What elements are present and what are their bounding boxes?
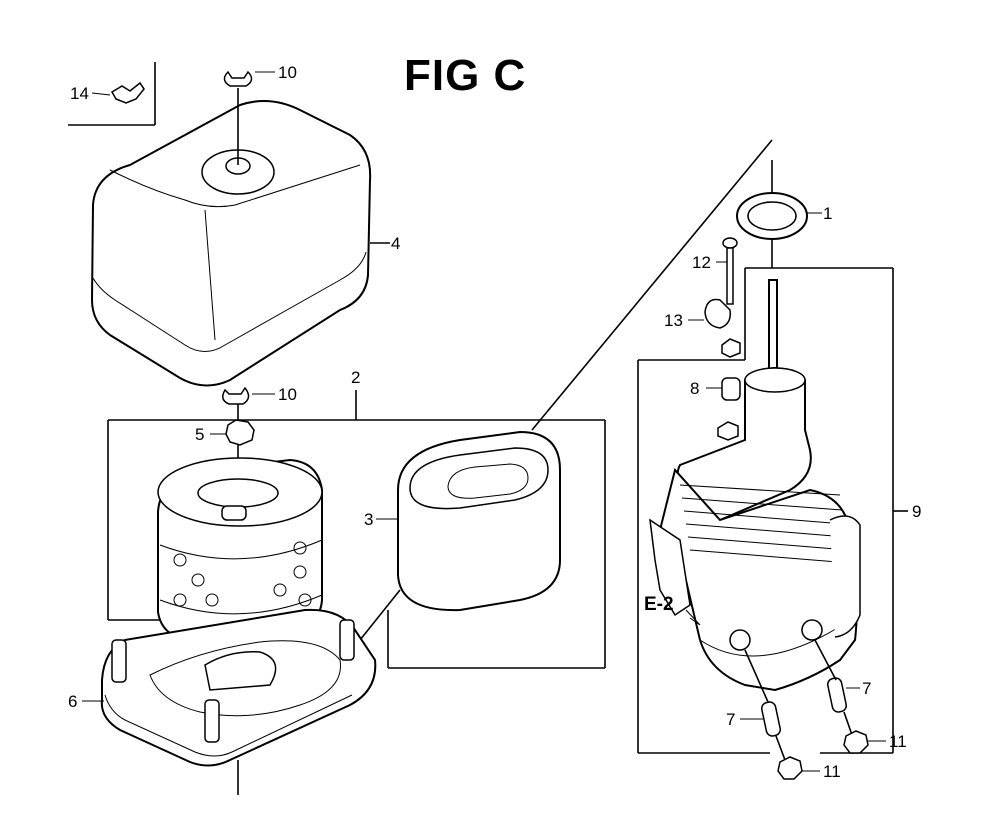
reference-label: E-2 xyxy=(644,594,674,615)
callout-9: 9 xyxy=(912,502,922,521)
part-10-wing-nut-lower xyxy=(222,386,275,420)
part-6-case xyxy=(82,608,377,795)
part-3-foam-element xyxy=(359,139,773,641)
callout-2: 2 xyxy=(351,368,361,387)
part-4-cover xyxy=(90,88,390,387)
part-7-tube-left xyxy=(740,649,786,761)
callout-10-top: 10 xyxy=(278,63,297,82)
part-11-nut-left xyxy=(777,756,820,780)
callout-13: 13 xyxy=(664,311,683,330)
part-11-nut-right xyxy=(843,730,886,754)
callout-14: 14 xyxy=(70,84,89,103)
callout-8: 8 xyxy=(690,379,700,398)
part-2-filter-element xyxy=(157,457,323,644)
callout-12: 12 xyxy=(692,253,711,272)
figure-title: FIG C xyxy=(404,51,527,100)
callout-10-lower: 10 xyxy=(278,385,297,404)
kit-2-bracket xyxy=(107,390,606,669)
part-12-bolt xyxy=(716,237,738,305)
part-9-elbow xyxy=(649,279,861,692)
callout-11-right: 11 xyxy=(889,732,907,751)
callout-7-right: 7 xyxy=(862,679,872,698)
kit-9-bracket xyxy=(637,267,908,754)
callout-4: 4 xyxy=(391,234,401,253)
part-14-inset xyxy=(68,62,156,126)
part-1-gasket xyxy=(736,160,822,268)
e2-reference-arrow xyxy=(685,609,701,626)
callout-7-left: 7 xyxy=(726,710,736,729)
callout-5: 5 xyxy=(195,425,205,444)
callout-6: 6 xyxy=(68,692,78,711)
part-8-collar xyxy=(706,377,741,441)
callout-11-left: 11 xyxy=(823,762,841,781)
part-13-clip xyxy=(688,298,741,358)
part-7-tube-right xyxy=(814,639,860,736)
part-10-wing-nut-top xyxy=(223,70,275,87)
callout-3: 3 xyxy=(364,510,374,529)
callout-1: 1 xyxy=(823,204,833,223)
